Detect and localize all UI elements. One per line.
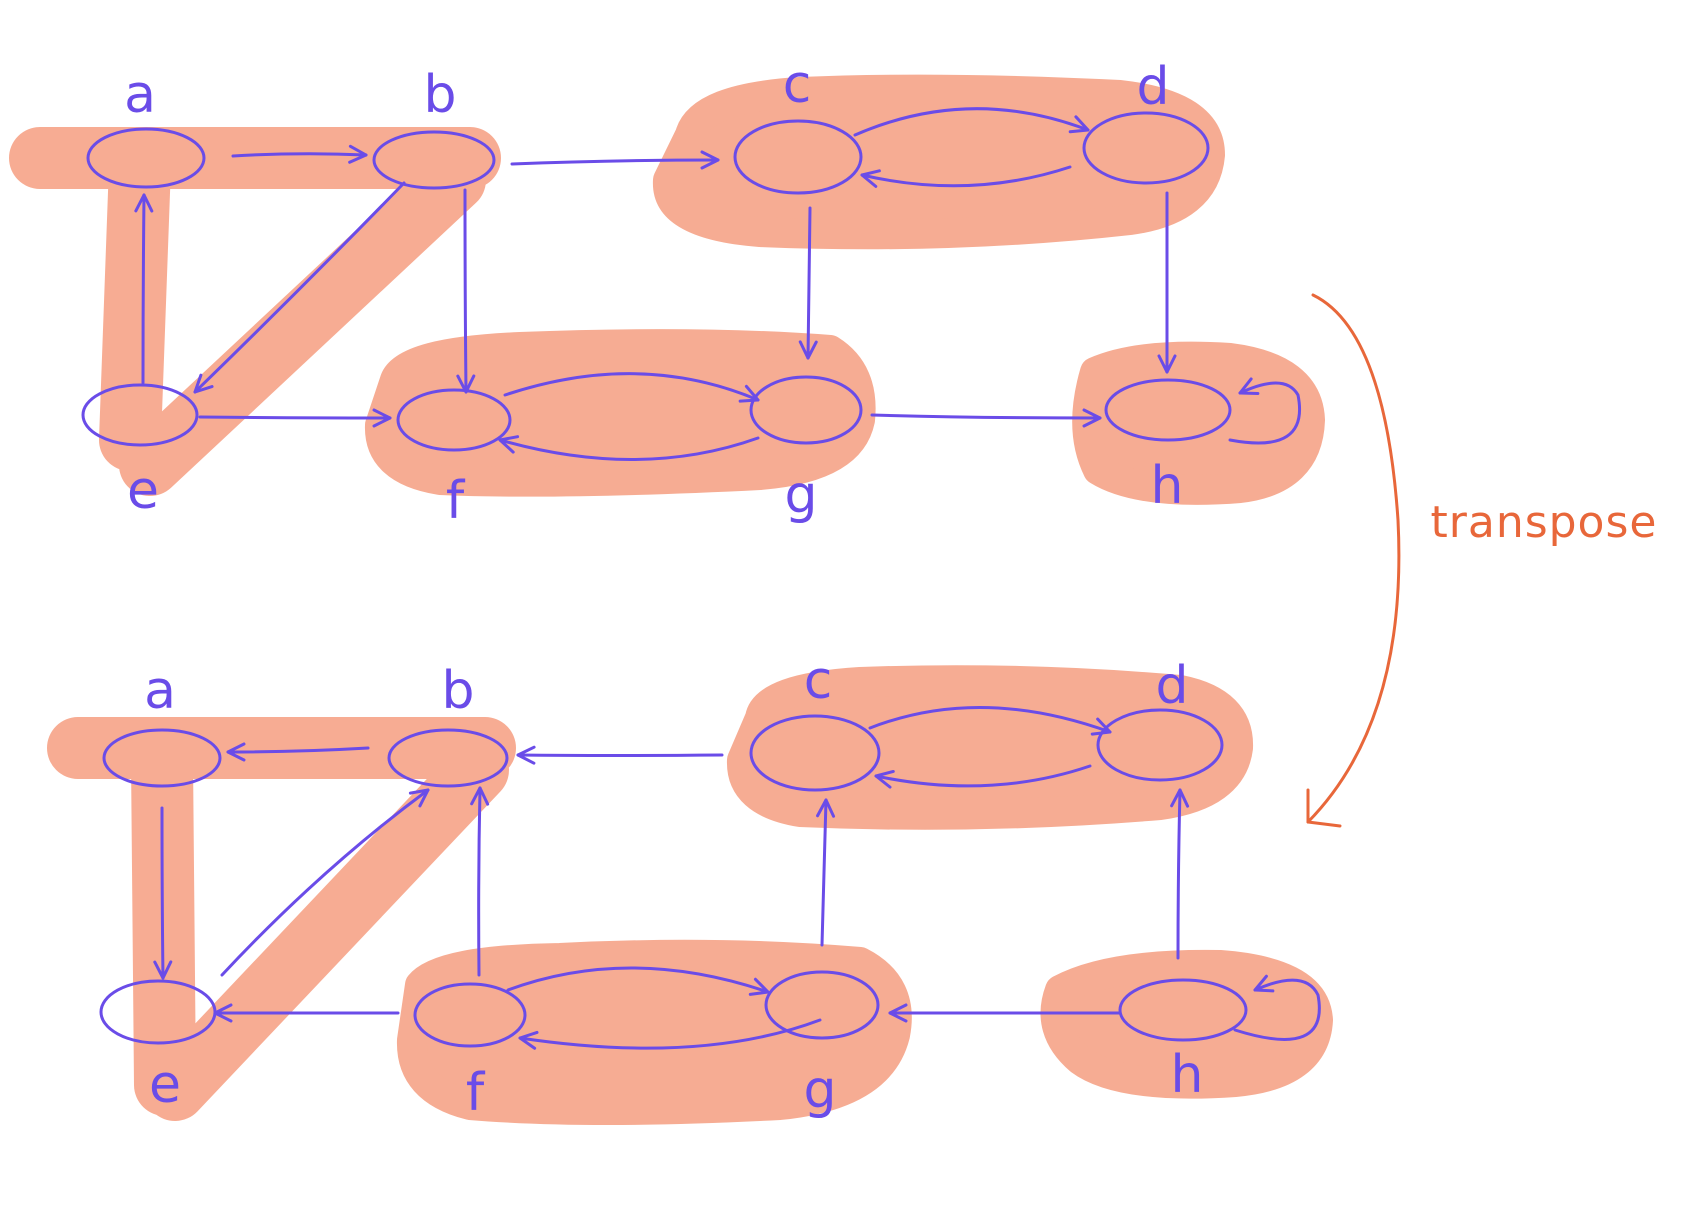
node-label-c-transposed: c [804, 651, 833, 711]
node-c [733, 119, 863, 195]
edge-f-g [506, 966, 770, 996]
component-highlight-h [1072, 341, 1325, 505]
node-label-a-transposed: a [144, 661, 176, 721]
edge-g-f [498, 435, 760, 461]
component-highlight-fg [365, 329, 876, 497]
edge-h-h [1228, 377, 1301, 445]
edge-b-e [193, 181, 406, 394]
edge-f-b [470, 786, 490, 977]
edge-e-a [134, 193, 154, 385]
node-label-d-transposed: d [1155, 656, 1188, 716]
edge-a-e [153, 806, 173, 980]
node-f [396, 388, 512, 452]
node-d-transposed [1096, 708, 1224, 782]
edge-d-c [874, 764, 1092, 789]
edge-h-d [1170, 788, 1190, 960]
node-label-h: h [1151, 456, 1184, 516]
edge-b-f [456, 188, 476, 394]
node-label-f-transposed: f [466, 1063, 486, 1123]
node-label-b-transposed: b [441, 661, 474, 721]
edge-d-c [860, 165, 1072, 188]
node-a [86, 127, 206, 189]
node-label-g: g [784, 465, 817, 525]
node-h-transposed [1118, 978, 1248, 1042]
labels-transposed: a b c d e f g h [144, 651, 1203, 1123]
edges-original [134, 107, 1301, 461]
edge-a-b [231, 144, 368, 164]
edge-f-g [503, 372, 760, 403]
node-label-c: c [783, 55, 812, 115]
node-label-e: e [127, 461, 159, 521]
edge-b-c [510, 150, 720, 170]
node-f-transposed [413, 982, 527, 1048]
edge-c-b [516, 745, 724, 765]
node-label-e-transposed: e [149, 1055, 181, 1115]
node-label-f: f [446, 471, 466, 531]
component-highlights-original [9, 74, 1325, 505]
node-b-transposed [387, 728, 509, 788]
edge-e-b [220, 788, 430, 977]
node-g-transposed [764, 970, 880, 1040]
node-a-transposed [102, 728, 222, 788]
edge-h-h-transposed [1233, 974, 1321, 1041]
node-h [1104, 378, 1232, 442]
nodes-original [81, 111, 1232, 452]
node-label-a: a [124, 65, 156, 125]
node-label-d: d [1136, 57, 1169, 117]
transpose-arrow [1306, 293, 1401, 828]
edge-e-f [198, 408, 392, 428]
node-e [81, 383, 199, 447]
node-d [1082, 111, 1210, 185]
nodes-transposed [99, 708, 1248, 1048]
node-b [372, 130, 496, 190]
component-highlight-h-transposed [1040, 949, 1333, 1099]
node-label-g-transposed: g [803, 1060, 836, 1120]
node-c-transposed [749, 714, 881, 792]
graph-transposed: a b c d e f g h [47, 651, 1333, 1125]
edge-g-h [870, 408, 1102, 428]
transpose-label: transpose [1431, 497, 1658, 548]
edge-g-c [816, 798, 836, 947]
node-e-transposed [99, 979, 217, 1045]
node-label-h-transposed: h [1171, 1045, 1204, 1105]
node-label-b: b [423, 65, 456, 125]
graph-original: a b c d e f g h [9, 55, 1325, 531]
edge-b-a [226, 742, 370, 762]
node-g [749, 375, 863, 445]
edge-c-d [868, 706, 1112, 736]
transpose-indicator: transpose [1306, 293, 1658, 828]
edges-transposed [153, 706, 1321, 1050]
component-highlight-fg-transposed [396, 939, 912, 1125]
edge-c-g [798, 206, 818, 360]
edge-c-d [853, 107, 1090, 137]
labels-original: a b c d e f g h [124, 55, 1183, 531]
